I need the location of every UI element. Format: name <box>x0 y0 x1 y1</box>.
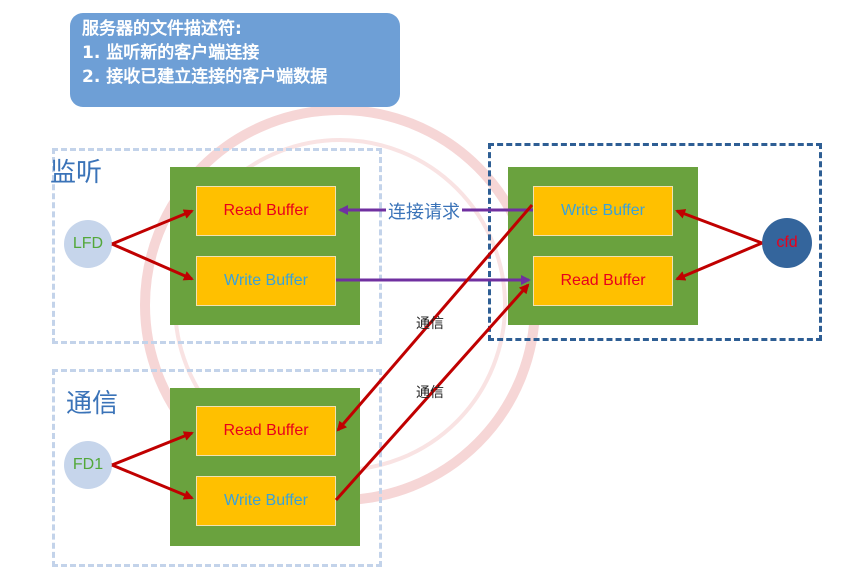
arrow-cfd-to-read <box>675 241 763 281</box>
comm-zone <box>52 369 382 567</box>
description-callout: 服务器的文件描述符: 1. 监听新的客户端连接 2. 接收已建立连接的客户端数据 <box>70 13 400 107</box>
listen-zone-label: 监听 <box>50 158 103 188</box>
comm-label-2: 通信 <box>416 385 444 401</box>
listen-zone <box>52 148 382 344</box>
arrow-comm-client-to-server <box>336 204 534 432</box>
callout-item-1: 1. 监听新的客户端连接 <box>82 43 260 63</box>
arrow-lfd-to-read <box>111 209 194 246</box>
callout-item-2: 2. 接收已建立连接的客户端数据 <box>82 67 328 87</box>
client-read-buffer: Read Buffer <box>533 256 673 306</box>
comm-label-1: 通信 <box>416 316 444 332</box>
comm-write-buffer: Write Buffer <box>196 476 336 526</box>
arrow-cfd-to-write <box>675 209 763 245</box>
callout-title: 服务器的文件描述符: <box>82 19 242 39</box>
arrow-lfd-to-write <box>111 242 194 281</box>
client-zone <box>488 143 822 341</box>
fd1-node: FD1 <box>64 441 112 489</box>
client-write-buffer: Write Buffer <box>533 186 673 236</box>
lfd-node: LFD <box>64 220 112 268</box>
arrow-comm-server-to-client <box>334 283 530 501</box>
comm-read-buffer: Read Buffer <box>196 406 336 456</box>
connect-request-label: 连接请求 <box>386 198 462 224</box>
cfd-node: cfd <box>762 218 812 268</box>
listen-read-buffer: Read Buffer <box>196 186 336 236</box>
arrow-fd1-to-write <box>111 463 194 500</box>
arrow-fd1-to-read <box>111 431 194 467</box>
comm-zone-label: 通信 <box>66 389 119 419</box>
listen-write-buffer: Write Buffer <box>196 256 336 306</box>
